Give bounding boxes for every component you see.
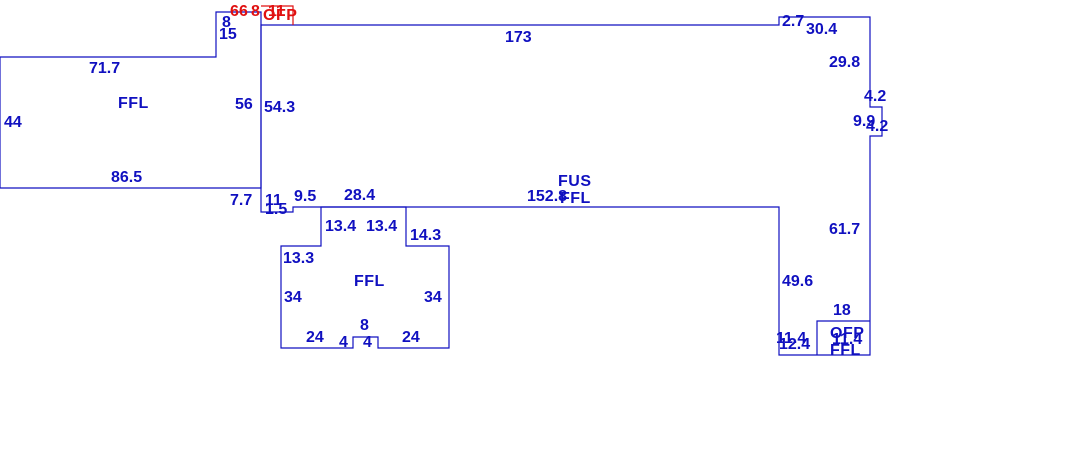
dim-left-inner: 56 [235, 96, 253, 113]
dim-main-left-side: 54.3 [264, 99, 295, 116]
dim-wing-left-side: 34 [284, 289, 302, 306]
ofp-top-outline [261, 5, 294, 25]
dim-notch-b: 9.9 [853, 113, 875, 130]
dim-left-top: 71.7 [89, 60, 120, 77]
dim-low-left-a: 11 [265, 192, 282, 209]
ffl-wing-outline [280, 206, 450, 349]
dim-step-b: 15 [219, 26, 237, 43]
dim-left-side: 44 [4, 114, 22, 131]
dim-right-side-upper: 29.8 [829, 54, 860, 71]
dim-porch-inner: 11.4 [832, 331, 862, 348]
dim-porch-small-4: 11 [268, 3, 285, 20]
dim-top-main: 173 [505, 29, 532, 46]
dim-wing-right-side: 34 [424, 289, 442, 306]
dim-right-side-lower: 61.7 [829, 221, 860, 238]
area-label-ffl-main: FFL [560, 190, 591, 207]
dim-wing-bottom-left: 24 [306, 329, 324, 346]
area-label-ofp-top: OFP [263, 7, 297, 24]
dim-right-top: 30.4 [806, 21, 837, 38]
porch-right-outline [816, 320, 870, 355]
main-body-outline [260, 16, 883, 356]
dim-wing-top: 28.4 [344, 187, 375, 204]
dim-wing-notch: 8 [360, 317, 369, 334]
dim-wing-inner-left: 13.4 [325, 218, 356, 235]
dim-porch-bottom-left: 12.4 [779, 336, 810, 353]
area-label-fus: FUS [558, 173, 592, 190]
area-label-ffl-wing: FFL [354, 273, 385, 290]
dim-wing-right-step: 14.3 [410, 227, 441, 244]
dim-wing-left-step: 13.3 [283, 250, 314, 267]
area-label-ffl-right: FFL [830, 342, 861, 359]
dim-wing-inner-right: 13.4 [366, 218, 397, 235]
dim-porch-small-2: 6 [239, 3, 248, 20]
dim-notch-a: 4.2 [864, 88, 886, 105]
dim-wing-bottom-right: 24 [402, 329, 420, 346]
dim-left-bottom: 86.5 [111, 169, 142, 186]
dim-low-left-b: 1.5 [265, 201, 287, 218]
dim-main-bottom: 152.8 [527, 188, 567, 205]
dim-wing-notch-right: 4 [363, 334, 372, 351]
area-label-ffl-left: FFL [118, 95, 149, 112]
dim-step-c: 7.7 [230, 192, 252, 209]
dim-porch-top: 18 [833, 302, 851, 319]
dim-porch-left: 11.4 [776, 330, 806, 347]
dim-right-jog: 2.7 [782, 13, 804, 30]
area-label-ofp-right: OFP [830, 325, 864, 342]
dim-step-a: 8 [222, 14, 231, 31]
dim-low-left-c: 9.5 [294, 188, 316, 205]
dim-porch-small-3: 8 [251, 3, 260, 20]
dim-porch-small-1: 6 [230, 3, 239, 20]
dim-notch-c: 4.2 [866, 118, 888, 135]
ffl-left-outline [0, 11, 262, 189]
dim-right-lower-side: 49.6 [782, 273, 813, 290]
dim-wing-notch-left: 4 [339, 334, 348, 351]
